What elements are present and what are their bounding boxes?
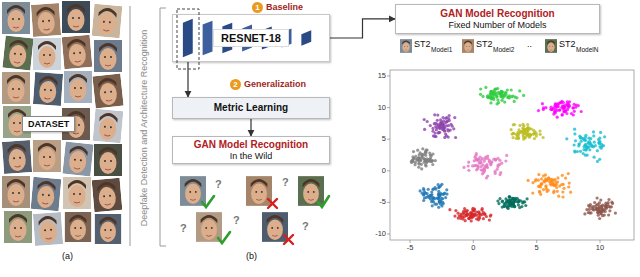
model-icons [400,39,557,53]
question-mark: ? [302,220,309,232]
model-name: ST2 [414,40,431,50]
box-subtitle: In the Wild [179,151,323,161]
axis-tick: 10 [378,104,386,112]
question-mark: ? [282,176,289,188]
output-box: GAN Model RecognitionIn the Wild [172,136,330,164]
network-box: RESNET-18 [172,14,330,62]
axis-tick: -10 [375,230,386,238]
model-subscript: Model1 [431,46,452,53]
question-mark: ? [215,178,222,190]
arrow-connector [250,119,251,137]
box-title: GAN Model Recognition [402,8,593,20]
arrow-connector [187,62,188,97]
axis-tick: 0 [382,167,386,175]
dataset-box: DATASET [22,116,75,132]
box-title: RESNET-18 [213,29,289,48]
model-subscript: Model2 [493,46,514,53]
axis-tick: 0 [471,244,475,252]
cross-marks [268,199,293,244]
axis-tick: -5 [379,198,386,206]
step-label: Generalization [244,80,306,90]
box-title: Metric Learning [179,102,323,114]
panel-label: (b) [246,252,257,262]
axis-tick: 5 [535,244,539,252]
wild-faces [180,176,324,242]
step-label: Baseline [266,3,303,13]
panel-label: (a) [62,252,73,262]
question-mark: ? [233,214,240,226]
face-collage [2,1,124,246]
scatter-plot [387,70,634,243]
process-box: Metric Learning [172,97,330,119]
axis-tick: 15 [378,72,386,80]
axis-tick: -5 [407,244,414,252]
box-subtitle: Fixed Number of Models [402,20,593,30]
side-label-box: Deepfake Detection and Architecture Reco… [136,10,152,246]
arrow-connector [330,19,395,38]
model-name: ST2 [476,40,493,50]
callout-number: 2 [230,79,241,90]
box-title: DATASET [28,119,69,129]
check-marks [202,196,329,243]
box-title: GAN Model Recognition [179,139,323,151]
callout-number: 1 [252,2,263,13]
ellipsis: .. [527,40,532,50]
side-label: Deepfake Detection and Architecture Reco… [139,30,149,227]
axis-tick: 5 [382,135,386,143]
model-subscript: ModelN [576,46,598,53]
bracket [130,6,166,246]
model-name: ST2 [559,40,576,50]
axis-tick: 10 [596,244,604,252]
question-mark: ? [180,222,187,234]
output-box: GAN Model RecognitionFixed Number of Mod… [395,4,600,34]
